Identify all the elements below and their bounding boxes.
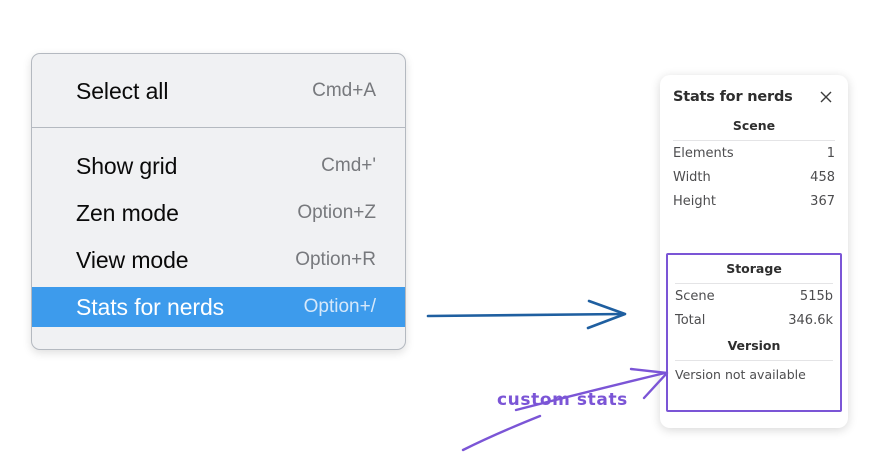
menu-item-zen-mode[interactable]: Zen mode Option+Z — [32, 193, 405, 233]
menu-section-general: Select all Cmd+A — [32, 54, 405, 128]
stat-row-storage-total: Total 346.6k — [675, 308, 833, 332]
menu-item-label: View mode — [76, 246, 189, 273]
stats-panel-header: Stats for nerds — [673, 75, 835, 109]
stats-panel-title: Stats for nerds — [673, 89, 793, 105]
stat-key: Scene — [675, 289, 715, 304]
menu-item-shortcut: Option+Z — [297, 202, 376, 223]
menu-item-select-all[interactable]: Select all Cmd+A — [32, 71, 405, 111]
menu-item-gap — [32, 233, 405, 240]
stat-row-storage-scene: Scene 515b — [675, 284, 833, 308]
scene-section-heading: Scene — [673, 109, 835, 141]
context-menu[interactable]: Select all Cmd+A Show grid Cmd+' Zen mod… — [31, 53, 406, 350]
menu-item-shortcut: Cmd+' — [321, 155, 376, 176]
menu-item-label: Show grid — [76, 152, 178, 179]
stat-value: 1 — [826, 146, 835, 161]
stat-value: 515b — [799, 289, 833, 304]
storage-and-version-group: Storage Scene 515b Total 346.6k Version … — [666, 253, 842, 412]
stat-value: 367 — [810, 194, 835, 209]
close-icon[interactable] — [818, 89, 834, 105]
menu-item-gap — [32, 186, 405, 193]
stat-key: Total — [675, 313, 706, 328]
stat-key: Width — [673, 170, 711, 185]
storage-section-heading: Storage — [675, 255, 833, 284]
stat-row-elements: Elements 1 — [673, 141, 835, 165]
menu-item-shortcut: Option+R — [295, 249, 376, 270]
annotation-label-custom-stats: custom stats — [497, 390, 628, 410]
version-section-heading: Version — [675, 332, 833, 361]
menu-item-label: Zen mode — [76, 199, 179, 226]
stat-row-width: Width 458 — [673, 165, 835, 189]
stat-key: Height — [673, 194, 716, 209]
menu-item-show-grid[interactable]: Show grid Cmd+' — [32, 146, 405, 186]
menu-item-view-mode[interactable]: View mode Option+R — [32, 240, 405, 280]
stat-row-height: Height 367 — [673, 189, 835, 213]
menu-bottom-padding — [32, 327, 405, 348]
menu-item-stats-for-nerds[interactable]: Stats for nerds Option+/ — [32, 287, 405, 327]
stats-for-nerds-panel[interactable]: Stats for nerds Scene Elements 1 Width 4… — [660, 75, 848, 428]
purple-underline-stroke — [461, 414, 542, 452]
version-not-available-text: Version not available — [675, 367, 806, 382]
menu-section-view: Show grid Cmd+' Zen mode Option+Z View m… — [32, 128, 405, 348]
menu-item-shortcut: Cmd+A — [312, 80, 376, 101]
menu-item-shortcut: Option+/ — [303, 296, 376, 317]
stats-panel-body: Stats for nerds Scene Elements 1 Width 4… — [660, 75, 848, 213]
menu-item-gap — [32, 280, 405, 287]
blue-arrow-icon — [426, 299, 627, 330]
stat-value: 346.6k — [788, 313, 833, 328]
stat-key: Elements — [673, 146, 734, 161]
menu-item-label: Stats for nerds — [76, 293, 225, 320]
menu-item-label: Select all — [76, 77, 169, 104]
stat-value: 458 — [810, 170, 835, 185]
